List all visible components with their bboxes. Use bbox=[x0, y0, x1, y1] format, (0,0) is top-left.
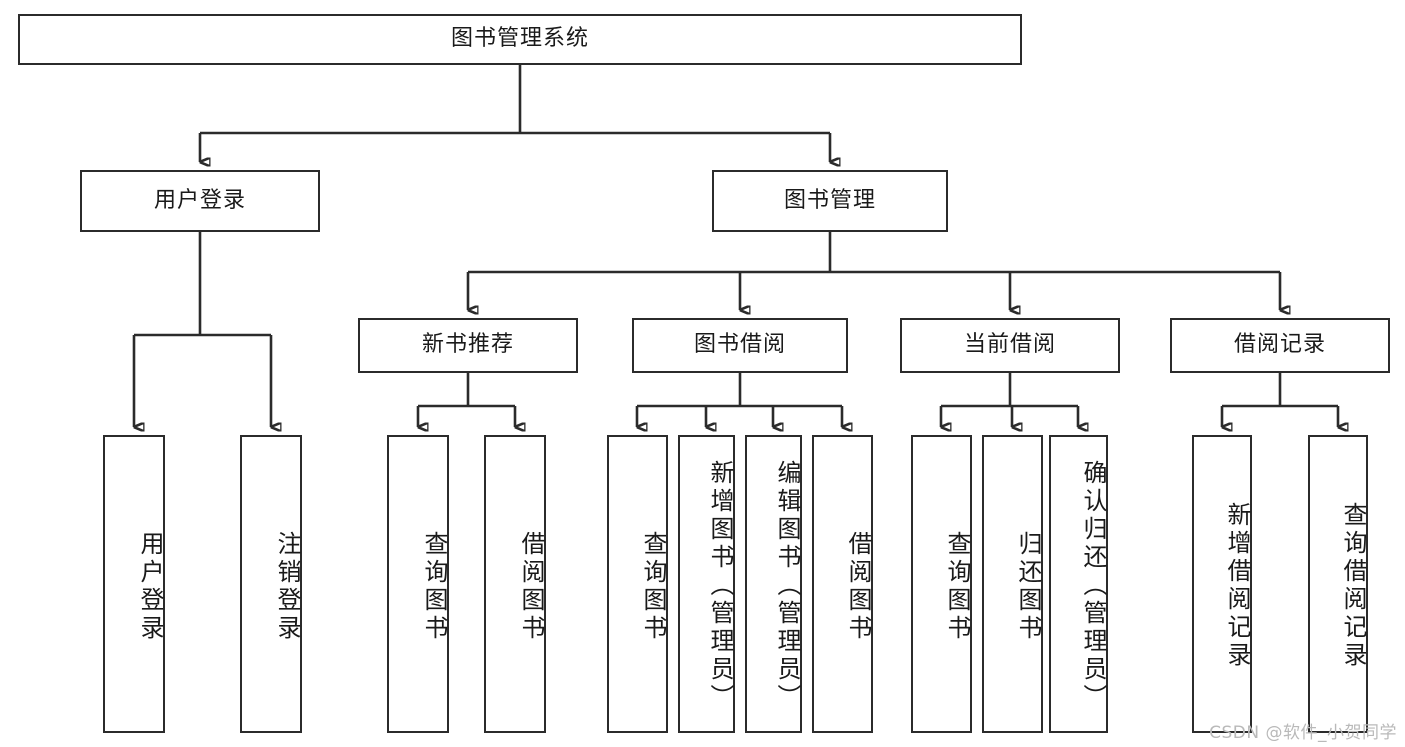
node-leaf-confirm-return-label: 确认归还（管理员） bbox=[1079, 460, 1107, 712]
node-borrow-record-label: 借阅记录 bbox=[1233, 332, 1326, 358]
node-leaf-edit-book-label: 编辑图书（管理员） bbox=[773, 460, 801, 712]
node-book-borrow-label: 图书借阅 bbox=[693, 332, 786, 358]
node-leaf-add-book-label: 新增图书（管理员） bbox=[706, 460, 734, 712]
node-new-book-recommend[interactable]: 新书推荐 bbox=[358, 318, 578, 373]
node-book-borrow[interactable]: 图书借阅 bbox=[632, 318, 848, 373]
node-leaf-query-book-2[interactable]: 查询图书 bbox=[607, 435, 668, 733]
node-leaf-borrow-book-2[interactable]: 借阅图书 bbox=[812, 435, 873, 733]
node-leaf-user-login-label: 用户登录 bbox=[136, 531, 164, 643]
node-borrow-record[interactable]: 借阅记录 bbox=[1170, 318, 1390, 373]
node-leaf-add-record-label: 新增借阅记录 bbox=[1223, 502, 1251, 670]
csdn-watermark: CSDN @软件_小贺同学 bbox=[1209, 723, 1397, 743]
node-leaf-return-book-label: 归还图书 bbox=[1014, 531, 1042, 643]
node-leaf-query-book-3[interactable]: 查询图书 bbox=[911, 435, 972, 733]
node-leaf-return-book[interactable]: 归还图书 bbox=[982, 435, 1043, 733]
node-leaf-edit-book[interactable]: 编辑图书（管理员） bbox=[745, 435, 802, 733]
node-leaf-borrow-book-1[interactable]: 借阅图书 bbox=[484, 435, 546, 733]
node-leaf-user-logout-label: 注销登录 bbox=[273, 531, 301, 643]
node-leaf-borrow-book-1-label: 借阅图书 bbox=[517, 531, 545, 643]
node-leaf-borrow-book-2-label: 借阅图书 bbox=[844, 531, 872, 643]
node-book-manage-label: 图书管理 bbox=[783, 187, 876, 213]
node-leaf-add-record[interactable]: 新增借阅记录 bbox=[1192, 435, 1252, 733]
node-leaf-query-book-2-label: 查询图书 bbox=[639, 531, 667, 643]
node-user-login-label: 用户登录 bbox=[153, 187, 246, 213]
node-current-borrow-label: 当前借阅 bbox=[963, 332, 1056, 358]
node-book-manage[interactable]: 图书管理 bbox=[712, 170, 948, 232]
node-root-label: 图书管理系统 bbox=[450, 26, 589, 52]
node-leaf-query-book-3-label: 查询图书 bbox=[943, 531, 971, 643]
node-root[interactable]: 图书管理系统 bbox=[18, 14, 1022, 65]
node-leaf-user-login[interactable]: 用户登录 bbox=[103, 435, 165, 733]
node-leaf-query-record-label: 查询借阅记录 bbox=[1339, 502, 1367, 670]
node-current-borrow[interactable]: 当前借阅 bbox=[900, 318, 1120, 373]
node-leaf-query-book-1-label: 查询图书 bbox=[420, 531, 448, 643]
node-leaf-query-record[interactable]: 查询借阅记录 bbox=[1308, 435, 1368, 733]
node-leaf-user-logout[interactable]: 注销登录 bbox=[240, 435, 302, 733]
node-user-login[interactable]: 用户登录 bbox=[80, 170, 320, 232]
node-new-book-recommend-label: 新书推荐 bbox=[421, 332, 514, 358]
node-leaf-query-book-1[interactable]: 查询图书 bbox=[387, 435, 449, 733]
node-leaf-add-book[interactable]: 新增图书（管理员） bbox=[678, 435, 735, 733]
node-leaf-confirm-return[interactable]: 确认归还（管理员） bbox=[1049, 435, 1108, 733]
